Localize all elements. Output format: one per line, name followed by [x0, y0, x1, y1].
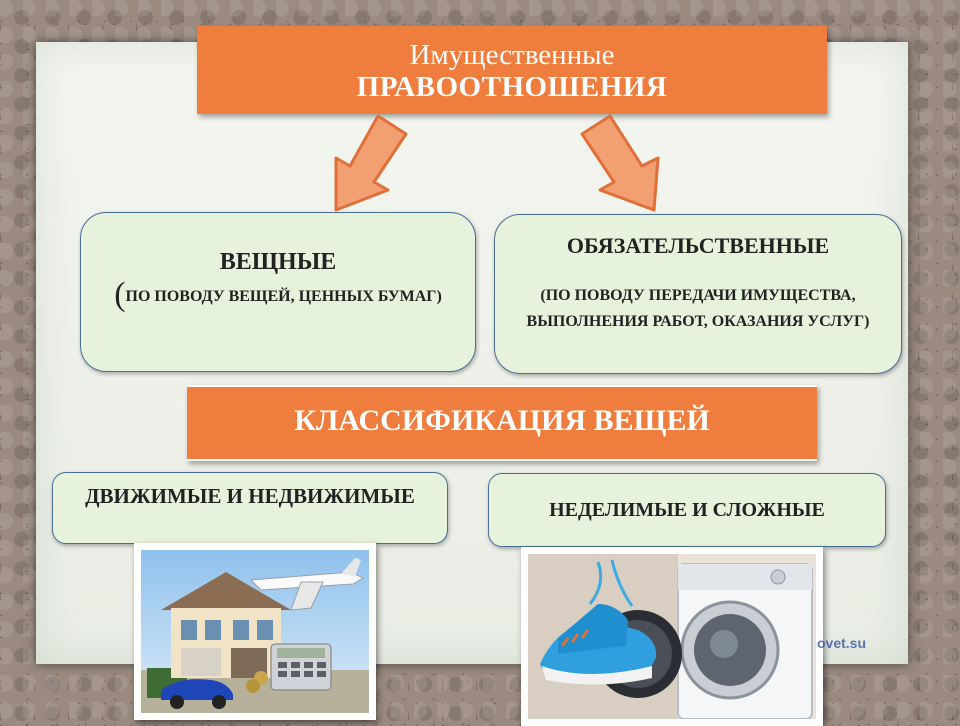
indivisible-box: НЕДЕЛИМЫЕ И СЛОЖНЫЕ [488, 473, 886, 547]
indivisible-label: НЕДЕЛИМЫЕ И СЛОЖНЫЕ [549, 499, 825, 521]
veshchnye-title: ВЕЩНЫЕ [219, 249, 337, 275]
house-car-plane-photo [134, 543, 376, 720]
obyazatelstvennye-title: ОБЯЗАТЕЛЬСТВЕННЫЕ [566, 233, 830, 258]
watermark: ovet.su [817, 635, 867, 651]
veshchnye-subtitle-text: ПО ПОВОДУ ВЕЩЕЙ, ЦЕННЫХ БУМАГ) [125, 288, 442, 305]
arrow-right-icon [580, 114, 660, 212]
open-paren: ( [114, 276, 126, 313]
title-line1: Имущественные [409, 39, 615, 71]
veshchnye-subtitle: (ПО ПОВОДУ ВЕЩЕЙ, ЦЕННЫХ БУМАГ) [101, 278, 455, 312]
obyazatelstvennye-subtitle: (ПО ПОВОДУ ПЕРЕДАЧИ ИМУЩЕСТВА, ВЫПОЛНЕНИ… [526, 287, 870, 330]
sneakers-washing-machine-icon [528, 554, 816, 719]
veshchnye-box: ВЕЩНЫЕ (ПО ПОВОДУ ВЕЩЕЙ, ЦЕННЫХ БУМАГ) [80, 212, 476, 372]
sneakers-washing-machine-photo [521, 547, 823, 726]
movable-box: ДВИЖИМЫЕ И НЕДВИЖИМЫЕ [52, 472, 448, 544]
obyazatelstvennye-box: ОБЯЗАТЕЛЬСТВЕННЫЕ (ПО ПОВОДУ ПЕРЕДАЧИ ИМ… [494, 214, 902, 374]
house-car-plane-icon [141, 550, 369, 713]
title-line2: ПРАВООТНОШЕНИЯ [356, 71, 668, 103]
movable-label: ДВИЖИМЫЕ И НЕДВИЖИМЫЕ [85, 484, 415, 508]
classification-banner: КЛАССИФИКАЦИЯ ВЕЩЕЙ [187, 385, 817, 461]
title-banner: Имущественные ПРАВООТНОШЕНИЯ [197, 26, 827, 114]
arrow-left-icon [334, 114, 408, 212]
